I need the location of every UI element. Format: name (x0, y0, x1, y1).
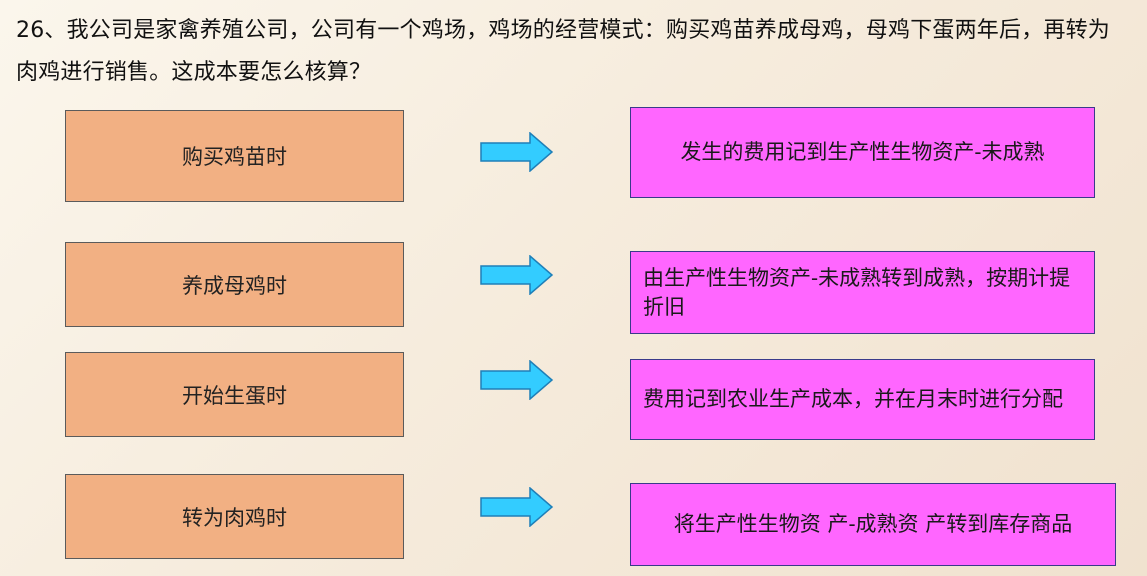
stage-box-buy-chicks: 购买鸡苗时 (65, 110, 404, 202)
right-arrow-icon (480, 255, 554, 295)
stage-box-raise-hens: 养成母鸡时 (65, 242, 404, 327)
stage-box-convert-broilers: 转为肉鸡时 (65, 474, 404, 559)
treatment-box-mature-depreciation: 由生产性生物资产-未成熟转到成熟，按期计提折旧 (630, 251, 1095, 334)
right-arrow-icon (480, 132, 554, 172)
treatment-box-agri-production-cost: 费用记到农业生产成本，并在月末时进行分配 (630, 359, 1095, 440)
treatment-box-immature-asset: 发生的费用记到生产性生物资产-未成熟 (630, 107, 1095, 198)
treatment-box-inventory-transfer: 将生产性生物资 产-成熟资 产转到库存商品 (630, 483, 1116, 566)
stage-box-start-laying: 开始生蛋时 (65, 352, 404, 437)
right-arrow-icon (480, 487, 554, 527)
right-arrow-icon (480, 360, 554, 400)
question-title: 26、我公司是家禽养殖公司，公司有一个鸡场，鸡场的经营模式：购买鸡苗养成母鸡，母… (16, 18, 1110, 85)
